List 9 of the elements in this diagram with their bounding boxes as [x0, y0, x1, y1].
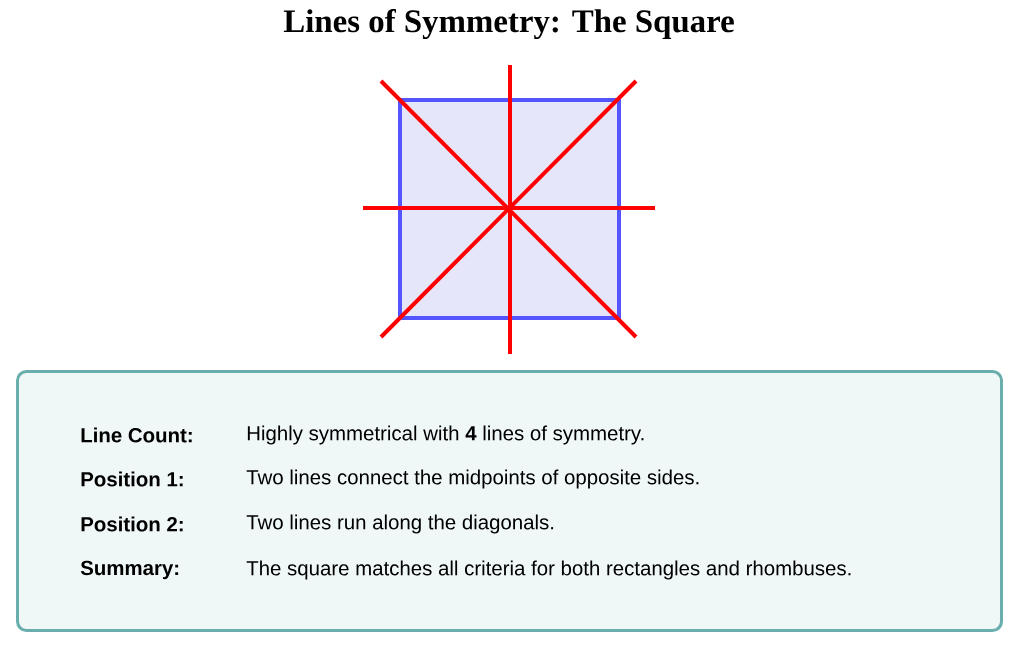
- row-label: Line Count:: [81, 427, 192, 443]
- row-text: Two lines connect the midpoints of opposite sides.: [246, 469, 699, 489]
- title: Lines of Symmetry: The Square: [283, 8, 734, 40]
- row-text: The square matches all criteria for both rectangles and rhombuses.: [246, 560, 851, 580]
- row-label: Position 1:: [81, 471, 183, 487]
- row-text: Two lines run along the diagonals.: [246, 514, 554, 534]
- row-text: Highly symmetrical with 4 lines of symmetry.: [247, 425, 644, 445]
- row-label: Summary:: [80, 560, 179, 580]
- row-label: Position 2:: [81, 516, 183, 532]
